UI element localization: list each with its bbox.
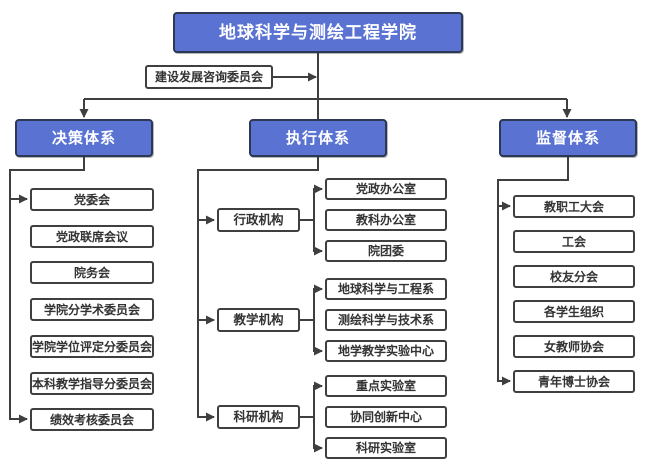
- decision-item-node: 党委会: [30, 188, 154, 211]
- admin-leaf-node: 党政办公室: [325, 178, 447, 200]
- teaching-leaf-node: 测绘科学与技术系: [325, 309, 447, 331]
- supervision-item-node: 教职工大会: [513, 195, 635, 218]
- supervision-item-node: 校友分会: [513, 265, 635, 288]
- teaching-leaf-node: 地学教学实验中心: [325, 340, 447, 362]
- research-leaf-node: 协同创新中心: [325, 406, 447, 428]
- branch-decision-node: 决策体系: [15, 119, 153, 157]
- decision-item-node: 绩效考核委员会: [30, 408, 154, 431]
- advisory-committee-node: 建设发展咨询委员会: [145, 65, 273, 89]
- supervision-item-node: 各学生组织: [513, 300, 635, 323]
- supervision-item-node: 青年博士协会: [513, 370, 635, 393]
- research-leaf-node: 科研实验室: [325, 437, 447, 459]
- decision-item-node: 学院学位评定分委员会: [30, 335, 154, 358]
- decision-item-node: 院务会: [30, 261, 154, 284]
- group-research-node: 科研机构: [217, 405, 300, 429]
- branch-execution-node: 执行体系: [249, 119, 387, 157]
- admin-leaf-node: 教科办公室: [325, 209, 447, 231]
- decision-item-node: 学院分学术委员会: [30, 298, 154, 321]
- research-leaf-node: 重点实验室: [325, 375, 447, 397]
- decision-item-node: 党政联席会议: [30, 225, 154, 248]
- group-admin-node: 行政机构: [217, 208, 300, 232]
- college-root-node: 地球科学与测绘工程学院: [173, 12, 463, 53]
- supervision-item-node: 工会: [513, 230, 635, 253]
- group-teaching-node: 教学机构: [217, 308, 300, 332]
- decision-item-node: 本科教学指导分委员会: [30, 372, 154, 395]
- admin-leaf-node: 院团委: [325, 240, 447, 262]
- supervision-item-node: 女教师协会: [513, 335, 635, 358]
- teaching-leaf-node: 地球科学与工程系: [325, 278, 447, 300]
- branch-supervision-node: 监督体系: [499, 119, 637, 157]
